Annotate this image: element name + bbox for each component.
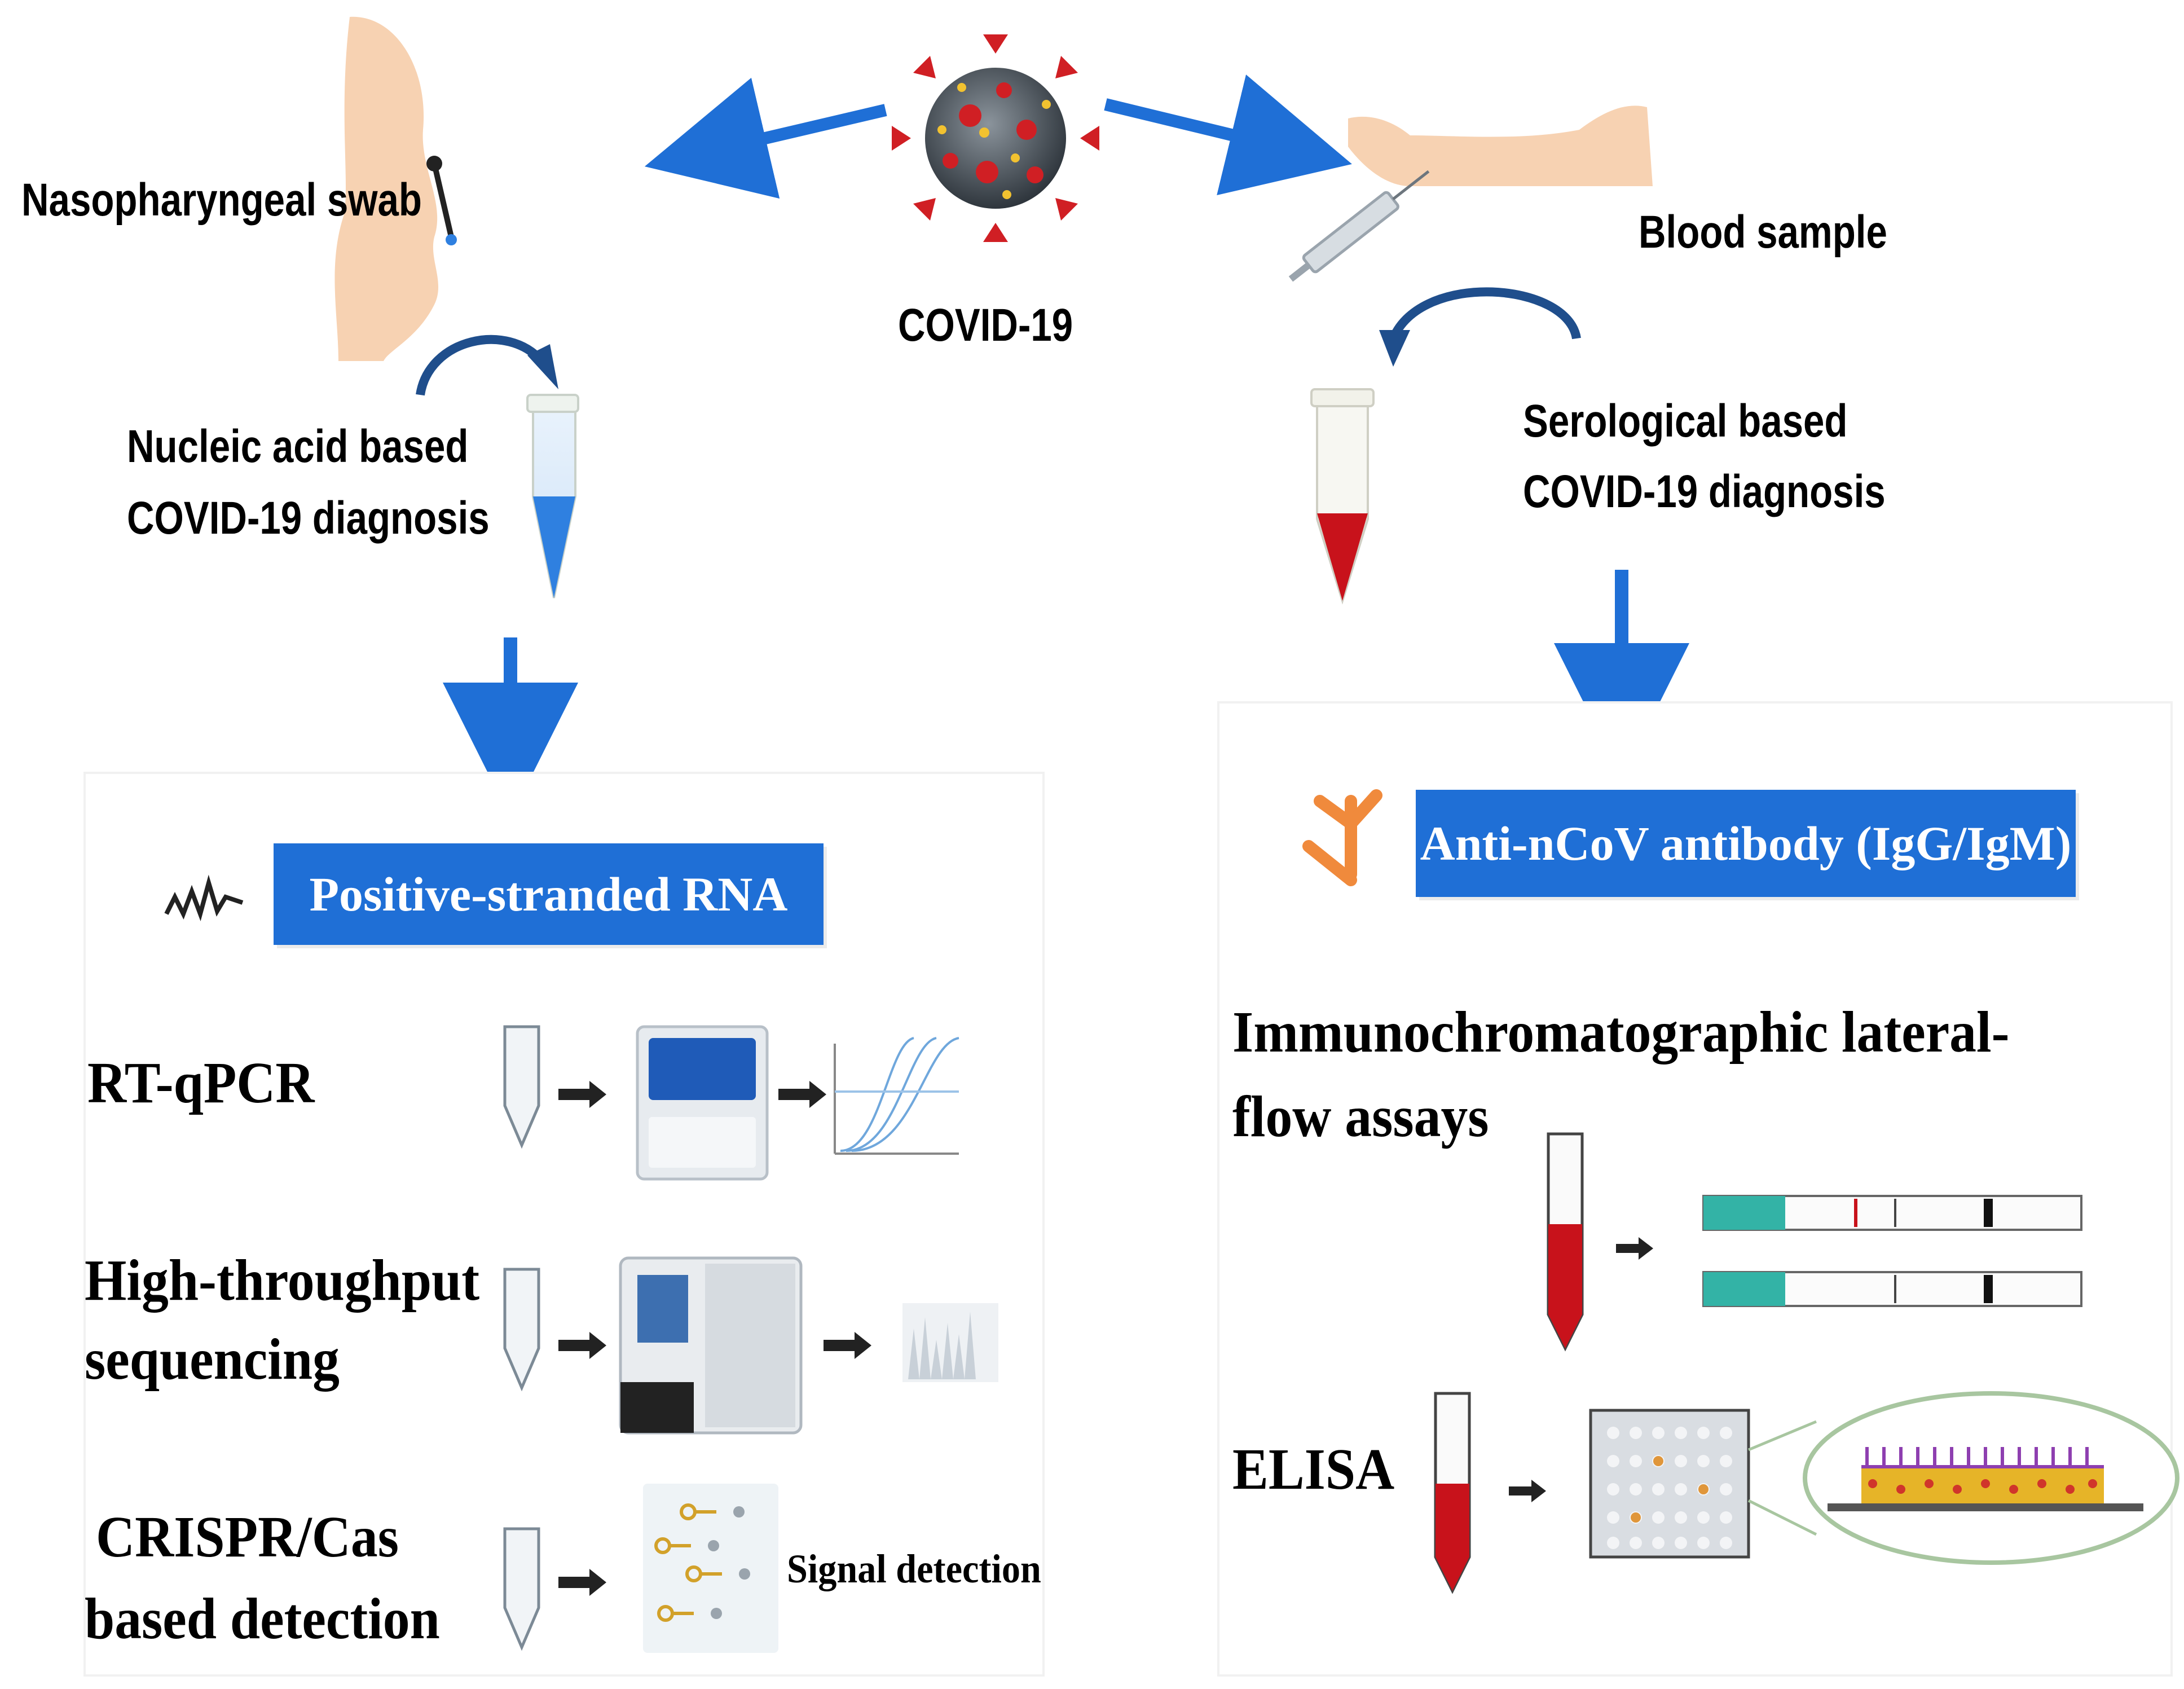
nucleic-method-line1: Nucleic acid based: [127, 421, 469, 472]
swab-head-icon: [334, 16, 457, 361]
lfa-label-line1: Immunochromatographic lateral-: [1232, 1000, 2010, 1065]
serological-method-line2: COVID-19 diagnosis: [1523, 466, 1886, 517]
nasopharyngeal-swab-label: Nasopharyngeal swab: [21, 174, 422, 226]
antibody-icon: [1302, 789, 1382, 886]
microplate-icon: [1589, 1409, 1750, 1559]
rna-banner: Positive-stranded RNA: [274, 843, 824, 945]
arrow-to-blood: [1104, 74, 1352, 195]
sequencer-icon: [619, 1256, 803, 1435]
signal-detection-label: Signal detection: [787, 1546, 1041, 1591]
hts-label-line2: sequencing: [85, 1327, 340, 1392]
pcr-machine-icon: [636, 1025, 769, 1181]
nucleic-method-line2: COVID-19 diagnosis: [127, 492, 490, 544]
tube-icon: [503, 1025, 540, 1651]
tube-icon: [1434, 1132, 1584, 1594]
blood-sample-label: Blood sample: [1639, 206, 1887, 258]
rna-squiggle-icon: [164, 874, 244, 921]
step-arrows: [558, 1081, 871, 1596]
elisa-label: ELISA: [1232, 1437, 1395, 1502]
tube-icon: [1310, 388, 1375, 605]
covid19-label: COVID-19: [898, 300, 1073, 351]
curved-arrow-icon: [1389, 287, 1581, 341]
test-strip-icon: [1702, 1195, 2082, 1307]
amplification-curve-icon: [834, 1037, 959, 1155]
arm-syringe-icon: [1288, 105, 1653, 282]
rt-qpcr-label: RT-qPCR: [87, 1050, 315, 1115]
step-arrows: [1509, 1237, 1653, 1502]
tube-icon: [526, 394, 579, 599]
crispr-probe-icon: [643, 1484, 778, 1653]
lfa-label-line2: flow assays: [1232, 1084, 1489, 1149]
serological-method-line1: Serological based: [1523, 395, 1848, 447]
sequencing-trace: [902, 1303, 998, 1382]
virus-icon: [892, 34, 1099, 242]
crispr-label-line2: based detection: [85, 1586, 440, 1651]
crispr-label-line1: CRISPR/Cas: [96, 1505, 399, 1569]
arrow-to-swab: [644, 77, 887, 199]
curved-arrow-icon: [416, 335, 545, 396]
elisa-layer-icon: [1803, 1391, 2179, 1565]
hts-label-line1: High-throughput: [85, 1248, 480, 1313]
antibody-banner: Anti-nCoV antibody (IgG/IgM): [1416, 790, 2076, 897]
